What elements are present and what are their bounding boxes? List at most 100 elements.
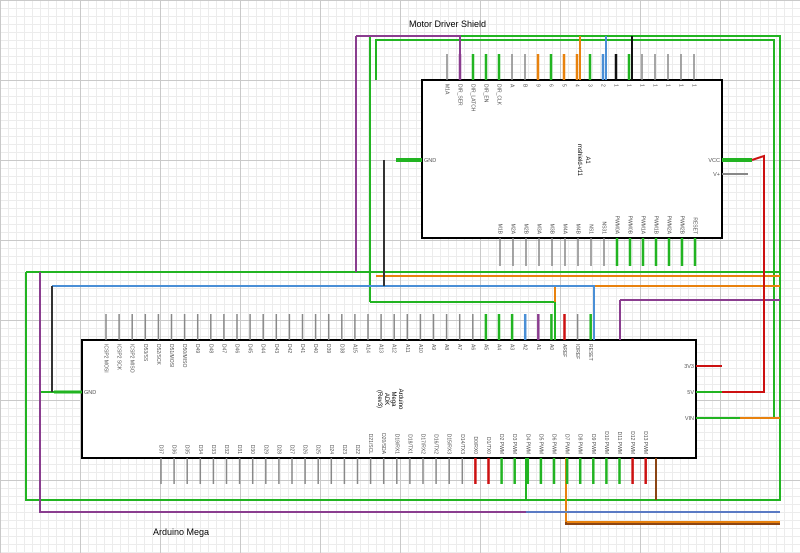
shield-bot-pin-label-pwm0b-10: PWM0B <box>627 216 633 235</box>
mega-bot-pin-label-d22-15: D22 <box>354 445 360 454</box>
mega-top-pin-label-a2-32: A2 <box>522 344 528 350</box>
mega-top-pin-label-a9-25: A9 <box>430 344 436 350</box>
shield-bot-pin-label-ns31-8: NS31 <box>601 221 607 234</box>
mega-bot-pin-label-d26-11: D26 <box>302 445 308 454</box>
mega-top-pin-label-icsp2-sck-1: ICSP2 SCK <box>116 344 122 371</box>
shield-top-pin-label-dir-clk-4: DIR_CLK <box>496 84 502 106</box>
shield-top-pin-label-dir-en-3: DIR_EN <box>483 84 489 103</box>
wire-blue-a3[interactable] <box>52 285 595 340</box>
shield-bot-pin-label-pwm2b-14: PWM2B <box>679 216 685 235</box>
mega-top-pin-label-reset-37: RESET <box>587 344 593 361</box>
mega-bot-pin-label-d19-rx1-18: D19/RX1 <box>393 434 399 455</box>
mega-bot-pin-label-d21-scl-16: D21/SCL <box>367 434 373 455</box>
mega-bot-pin-label-d14-tx3-23: D14/TX3 <box>459 434 465 454</box>
shield-bot-pin-label-m3b-4: M3B <box>549 224 555 235</box>
mega-vin-label: VIN <box>685 416 694 422</box>
mega-bot-pin-label-d11-pwm-35: D11 PWM <box>616 432 622 454</box>
shield-bot-pin-label-pwm0a-9: PWM0A <box>614 216 620 235</box>
mega-bot-pin-label-d35-2: D35 <box>184 445 190 454</box>
shield-top-pin-label-4-10: 4 <box>574 84 580 87</box>
mega-bot-pin-label-d7-pwm-31: D7 PWM <box>564 434 570 454</box>
shield-top-pin-label-5-9: 5 <box>561 84 567 87</box>
mega-top-pin-label-d39-17: D39 <box>325 344 331 353</box>
mega-name-label: Arduino <box>397 389 403 410</box>
mega-top-pins: ICSP2 MOSI ICSP2 SCK ICSP2 MISO D53/SS D52/S… <box>103 314 593 373</box>
mega-top-pin-label-a0-34: A0 <box>548 344 554 350</box>
wire-purple-top[interactable] <box>356 35 461 80</box>
mega-top-pin-label-d42-14: D42 <box>286 344 292 353</box>
shield-bot-pin-label-m3a-3: M3A <box>536 224 542 235</box>
shield-top-pin-label-m1a-0: M1A <box>444 84 450 95</box>
mega-bot-pin-label-d18-tx1-19: D18/TX1 <box>406 434 412 454</box>
shield-bot-pin-label-m2a-1: M2A <box>510 224 516 235</box>
mega-top-pin-label-d40-16: D40 <box>312 344 318 353</box>
mega-title: Arduino Mega <box>153 527 209 537</box>
mega-top-pin-label-d51-mosi-5: D51/MOSI <box>168 344 174 367</box>
mega-gnd-label: GND <box>84 390 96 396</box>
shield-vcc-label: VCC <box>708 158 720 164</box>
motor-shield-body[interactable] <box>421 79 723 239</box>
mega-bot-pin-label-d10-pwm-34: D10 PWM <box>603 431 609 454</box>
mega-top-pin-label-a5-29: A5 <box>482 344 488 350</box>
shield-top-pin-label-1-16: 1 <box>652 84 658 87</box>
mega-part-line4: (Rev3) <box>376 390 382 408</box>
arduino-mega-body[interactable] <box>81 339 697 459</box>
mega-bot-pin-label-d3-pwm-27: D3 PWM <box>511 434 517 454</box>
shield-bot-pin-label-pwm1a-11: PWM1A <box>640 216 646 235</box>
shield-top-pin-label-1-14: 1 <box>626 84 632 87</box>
mega-top-pin-label-a11-23: A11 <box>404 344 410 353</box>
mega-bot-pin-label-d13-pwm-37: D13 PWM <box>642 431 648 454</box>
mega-bot-pin-label-d5-pwm-29: D5 PWM <box>537 434 543 454</box>
shield-top-pin-label-9-7: 9 <box>535 84 541 87</box>
shield-top-pin-label-1-17: 1 <box>665 84 671 87</box>
mega-bot-pin-label-d16-tx2-21: D16/TX2 <box>433 434 439 454</box>
mega-top-pin-label-d47-9: D47 <box>220 344 226 353</box>
mega-top-pin-label-a3-31: A3 <box>509 344 515 350</box>
mega-top-pin-label-ioref-36: IOREF <box>574 344 580 359</box>
mega-top-pin-label-d53-ss-3: D53/SS <box>142 344 148 362</box>
mega-bot-pin-label-d37-0: D37 <box>158 445 164 454</box>
mega-bot-pin-label-d25-12: D25 <box>315 445 321 454</box>
mega-top-pin-label-icsp2-miso-2: ICSP2 MISO <box>129 344 135 373</box>
wire-brown-bottom[interactable] <box>565 522 780 525</box>
mega-bot-pin-label-d0-rx0-24: D0/RX0 <box>472 436 478 454</box>
shield-bot-pin-label-m2b-2: M2B <box>523 224 529 235</box>
mega-bot-pin-label-d2-pwm-26: D2 PWM <box>498 434 504 454</box>
shield-bot-pin-label-reset-15: RESET <box>692 217 698 234</box>
mega-top-pin-label-a6-28: A6 <box>469 344 475 350</box>
shield-top-pin-label-dir-ser-1: DIR_SER <box>457 84 463 106</box>
mega-bot-pin-label-d29-8: D29 <box>262 445 268 454</box>
mega-top-pin-label-icsp2-mosi-0: ICSP2 MOSI <box>103 344 109 373</box>
mega-bot-pin-label-d33-4: D33 <box>210 445 216 454</box>
mega-top-pin-label-d43-13: D43 <box>273 344 279 353</box>
mega-top-pin-label-d46-10: D46 <box>234 344 240 353</box>
shield-ref-label: A1 <box>584 156 590 164</box>
mega-bot-pin-label-d27-10: D27 <box>289 445 295 454</box>
mega-top-pin-label-a10-24: A10 <box>417 344 423 353</box>
shield-top-pin-label-a-5: A <box>509 84 515 88</box>
mega-bot-pin-label-d17-rx2-20: D17/RX2 <box>420 434 426 455</box>
mega-bot-pin-label-d34-3: D34 <box>197 445 203 454</box>
mega-bot-pin-label-d24-13: D24 <box>328 445 334 454</box>
mega-top-pin-label-d52-sck-4: D52/SCK <box>155 344 161 366</box>
wire-green-a5[interactable] <box>370 301 556 340</box>
mega-center-label: Arduino Mega ADK (Rev3) <box>376 389 403 410</box>
mega-bot-pin-label-d20-sda-17: D20/SDA <box>380 433 386 455</box>
mega-top-pin-label-a13-21: A13 <box>378 344 384 353</box>
shield-title: Motor Driver Shield <box>409 19 486 29</box>
mega-bot-pin-label-d32-5: D32 <box>223 445 229 454</box>
mega-top-pin-label-aref-35: AREF <box>561 344 567 357</box>
shield-gnd-label: GND <box>424 158 436 164</box>
mega-top-pin-label-d38-18: D38 <box>338 344 344 353</box>
mega-bot-pin-label-d23-14: D23 <box>341 445 347 454</box>
shield-top-pin-label-1-15: 1 <box>639 84 645 87</box>
wire-red-5v[interactable] <box>722 154 765 393</box>
mega-bot-pin-label-d30-7: D30 <box>249 445 255 454</box>
mega-3v3-label: 3V3 <box>684 364 694 370</box>
shield-bot-pin-label-m1b-0: M1B <box>497 224 503 235</box>
wire-green-outer-left[interactable] <box>25 272 526 501</box>
